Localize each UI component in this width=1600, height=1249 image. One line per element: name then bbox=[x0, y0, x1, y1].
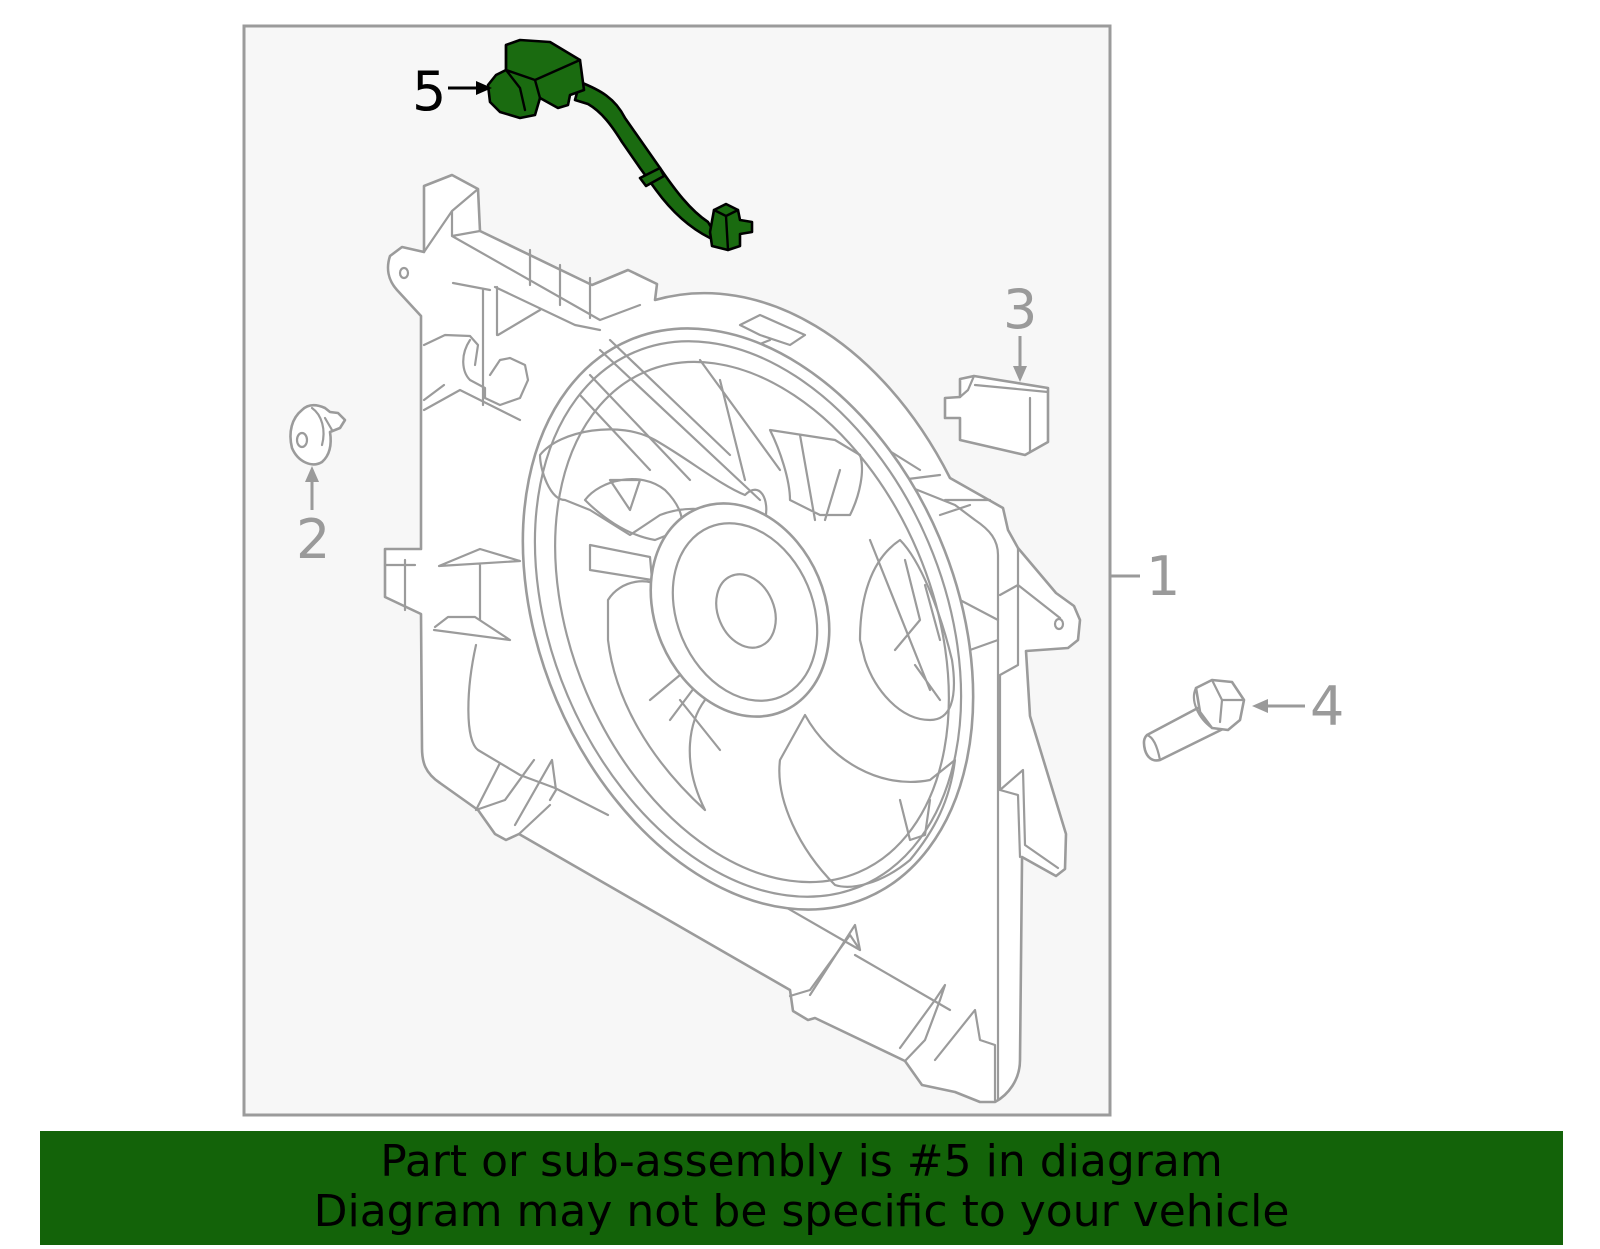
shroud-bottom-feet bbox=[808, 923, 997, 1102]
fan-blade-spokes bbox=[578, 338, 942, 752]
harness-connector-end-edges bbox=[712, 208, 740, 252]
shroud-left-tabs bbox=[383, 547, 522, 642]
clip-hole bbox=[295, 431, 309, 449]
clip-head bbox=[310, 406, 334, 447]
bracket-edges bbox=[958, 374, 1050, 454]
arrow-5 bbox=[476, 81, 492, 95]
harness-connector-end bbox=[708, 202, 754, 252]
clip-part-2[interactable] bbox=[289, 403, 347, 466]
bolt-part-4[interactable] bbox=[1142, 678, 1246, 762]
fan-ring-inner-2 bbox=[554, 360, 950, 884]
callout-1: 1 bbox=[1146, 545, 1180, 608]
leader-lines bbox=[305, 81, 1305, 713]
shroud-hole-left bbox=[398, 266, 410, 280]
clip-body bbox=[289, 403, 347, 466]
callout-3: 3 bbox=[1003, 278, 1037, 341]
shroud-left-rail bbox=[422, 281, 522, 422]
fan-hub-center bbox=[715, 573, 777, 649]
bracket-body bbox=[943, 374, 1050, 457]
fan-hub-middle bbox=[671, 522, 819, 702]
banner-line-1: Part or sub-assembly is #5 in diagram bbox=[380, 1136, 1223, 1187]
bolt-tip bbox=[1145, 733, 1162, 762]
callout-4: 4 bbox=[1310, 675, 1344, 738]
shroud-right-rail bbox=[898, 478, 1062, 1102]
shroud-hole-right bbox=[1053, 617, 1065, 631]
bolt-head bbox=[1194, 678, 1246, 732]
fan-blade-1 bbox=[538, 428, 768, 537]
arrow-4 bbox=[1252, 699, 1268, 713]
callout-2: 2 bbox=[296, 508, 330, 571]
wiring-harness-part-5[interactable] bbox=[486, 38, 754, 252]
shroud-inner-top bbox=[422, 187, 642, 322]
shroud-lower-left bbox=[467, 643, 610, 827]
info-banner: Part or sub-assembly is #5 in diagram Di… bbox=[40, 1131, 1563, 1245]
shroud-left-bracket bbox=[462, 338, 530, 407]
callout-5: 5 bbox=[412, 60, 446, 123]
arrow-3 bbox=[1013, 366, 1027, 382]
shroud-left-ribs bbox=[493, 248, 602, 337]
arrow-2 bbox=[305, 466, 319, 482]
fan-shroud-assembly[interactable] bbox=[383, 173, 1082, 1104]
banner-line-2: Diagram may not be specific to your vehi… bbox=[313, 1186, 1290, 1237]
harness-clip bbox=[638, 166, 666, 188]
fan-blade-6 bbox=[768, 428, 864, 522]
harness-connector-edges bbox=[504, 43, 582, 112]
fan-blade-4 bbox=[778, 713, 957, 888]
bracket-part-3[interactable] bbox=[943, 374, 1050, 457]
bolt-flange bbox=[1192, 678, 1246, 730]
